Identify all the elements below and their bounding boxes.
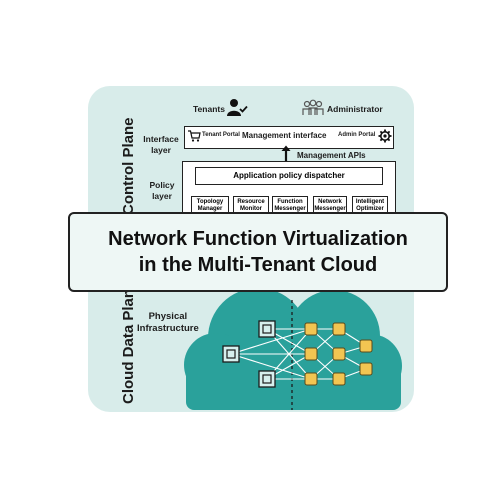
management-apis-label: Management APIs [297,151,366,160]
management-interface-label: Management interface [242,131,327,140]
node-icon [304,322,373,386]
gear-icon [378,129,392,143]
server-chip-icon [258,370,276,388]
cart-icon [188,130,201,142]
administrator-label: Administrator [327,104,383,114]
application-policy-dispatcher: Application policy dispatcher [195,167,383,185]
user-check-icon [227,99,248,116]
title-banner: Network Function Virtualization in the M… [68,212,448,292]
tenants-label: Tenants [193,104,225,114]
interface-layer-label: Interface layer [143,134,179,155]
server-chip-icon [222,345,240,363]
title-line-2: in the Multi-Tenant Cloud [138,254,378,276]
policy-layer-label: Policy layer [149,180,175,201]
group-icon [302,99,324,115]
admin-portal-label: Admin Portal [338,132,376,138]
interface-layer-box [184,126,394,149]
tenant-portal-label: Tenant Portal [202,132,240,138]
server-chip-icon [258,320,276,338]
title-line-1: Network Function Virtualization [108,228,408,250]
physical-infrastructure-label: Physical Infrastructure [137,311,199,335]
